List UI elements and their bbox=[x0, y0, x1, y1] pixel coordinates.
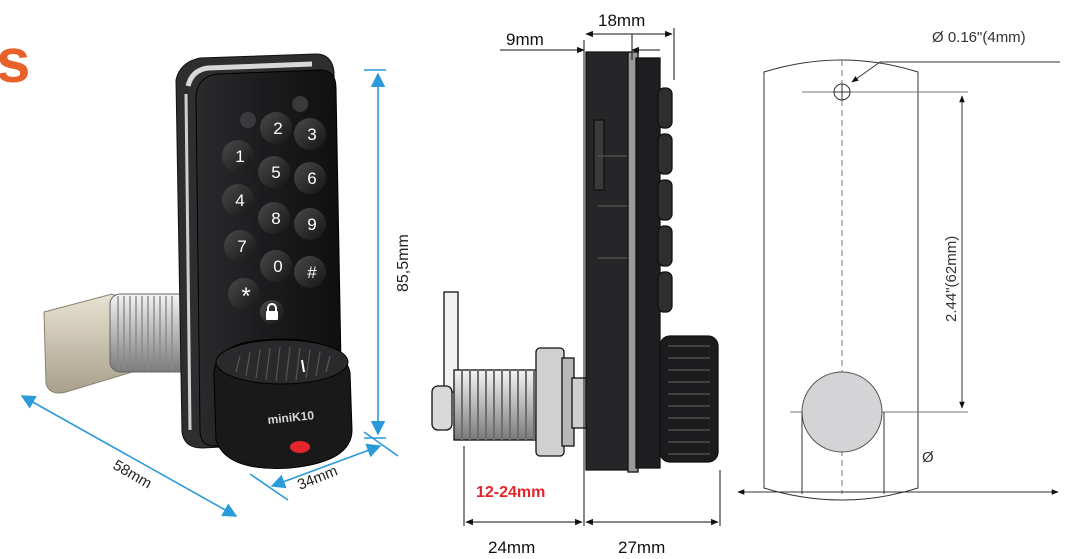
photo-dimension-lines bbox=[20, 69, 399, 517]
key-1-label: 1 bbox=[235, 147, 244, 166]
large-diameter-label: Ø bbox=[922, 449, 934, 466]
rotary-knob: miniK10 bbox=[213, 338, 353, 469]
key-8-label: 8 bbox=[271, 209, 280, 228]
key-4 bbox=[222, 184, 254, 216]
padlock-icon bbox=[266, 303, 278, 320]
depth-dimension-line bbox=[270, 443, 382, 489]
cam-length-label: 24mm bbox=[488, 538, 535, 557]
key-7 bbox=[224, 230, 256, 262]
template-outline bbox=[763, 59, 919, 501]
side-body bbox=[585, 51, 633, 471]
side-dimension-lines bbox=[465, 30, 719, 526]
height-label: 85,5mm bbox=[395, 234, 412, 292]
key-hash-label: # bbox=[307, 263, 317, 282]
side-knob bbox=[659, 335, 719, 463]
key-1 bbox=[222, 140, 254, 172]
keypad: 2 3 1 5 6 4 8 9 7 0 # * bbox=[222, 96, 326, 324]
key-star-label: * bbox=[241, 283, 250, 310]
key-0-label: 0 bbox=[273, 257, 282, 276]
key-0 bbox=[260, 250, 292, 282]
key-4-label: 4 bbox=[235, 191, 244, 210]
key-9 bbox=[294, 208, 326, 240]
width-label: 58mm bbox=[110, 457, 155, 493]
key-hash bbox=[294, 256, 326, 288]
key-5-label: 5 bbox=[271, 163, 280, 182]
key-3-label: 3 bbox=[307, 125, 316, 144]
threaded-cylinder bbox=[109, 293, 191, 373]
key-3 bbox=[294, 118, 326, 150]
side-view-drawing bbox=[431, 28, 721, 526]
width-dimension-line bbox=[20, 395, 238, 517]
side-nut bbox=[535, 347, 565, 457]
side-cylinder bbox=[453, 369, 541, 441]
depth-label: 34mm bbox=[295, 462, 340, 493]
thickness-range-label: 12-24mm bbox=[476, 484, 545, 501]
key-5 bbox=[258, 156, 290, 188]
key-7-label: 7 bbox=[237, 237, 246, 256]
body-depth-label: 27mm bbox=[618, 538, 665, 557]
lock-product-render: 2 3 1 5 6 4 8 9 7 0 # * bbox=[43, 53, 353, 469]
key-6 bbox=[294, 162, 326, 194]
top-offset-label: 9mm bbox=[506, 30, 544, 49]
status-led bbox=[290, 441, 310, 453]
large-hole bbox=[801, 371, 883, 453]
key-6-label: 6 bbox=[307, 169, 316, 188]
key-8 bbox=[258, 202, 290, 234]
key-2-label: 2 bbox=[273, 119, 282, 138]
brand-label: miniK10 bbox=[267, 408, 315, 427]
key-2 bbox=[260, 112, 292, 144]
key-9-label: 9 bbox=[307, 215, 316, 234]
heading-fragment: s bbox=[0, 27, 30, 96]
hole-spacing-label: 2.44"(62mm) bbox=[943, 236, 960, 322]
top-depth-label: 18mm bbox=[598, 11, 645, 30]
key-star bbox=[228, 278, 260, 310]
cutout-template-drawing bbox=[737, 59, 1060, 501]
hole-diameter-label: Ø 0.16"(4mm) bbox=[932, 29, 1026, 46]
